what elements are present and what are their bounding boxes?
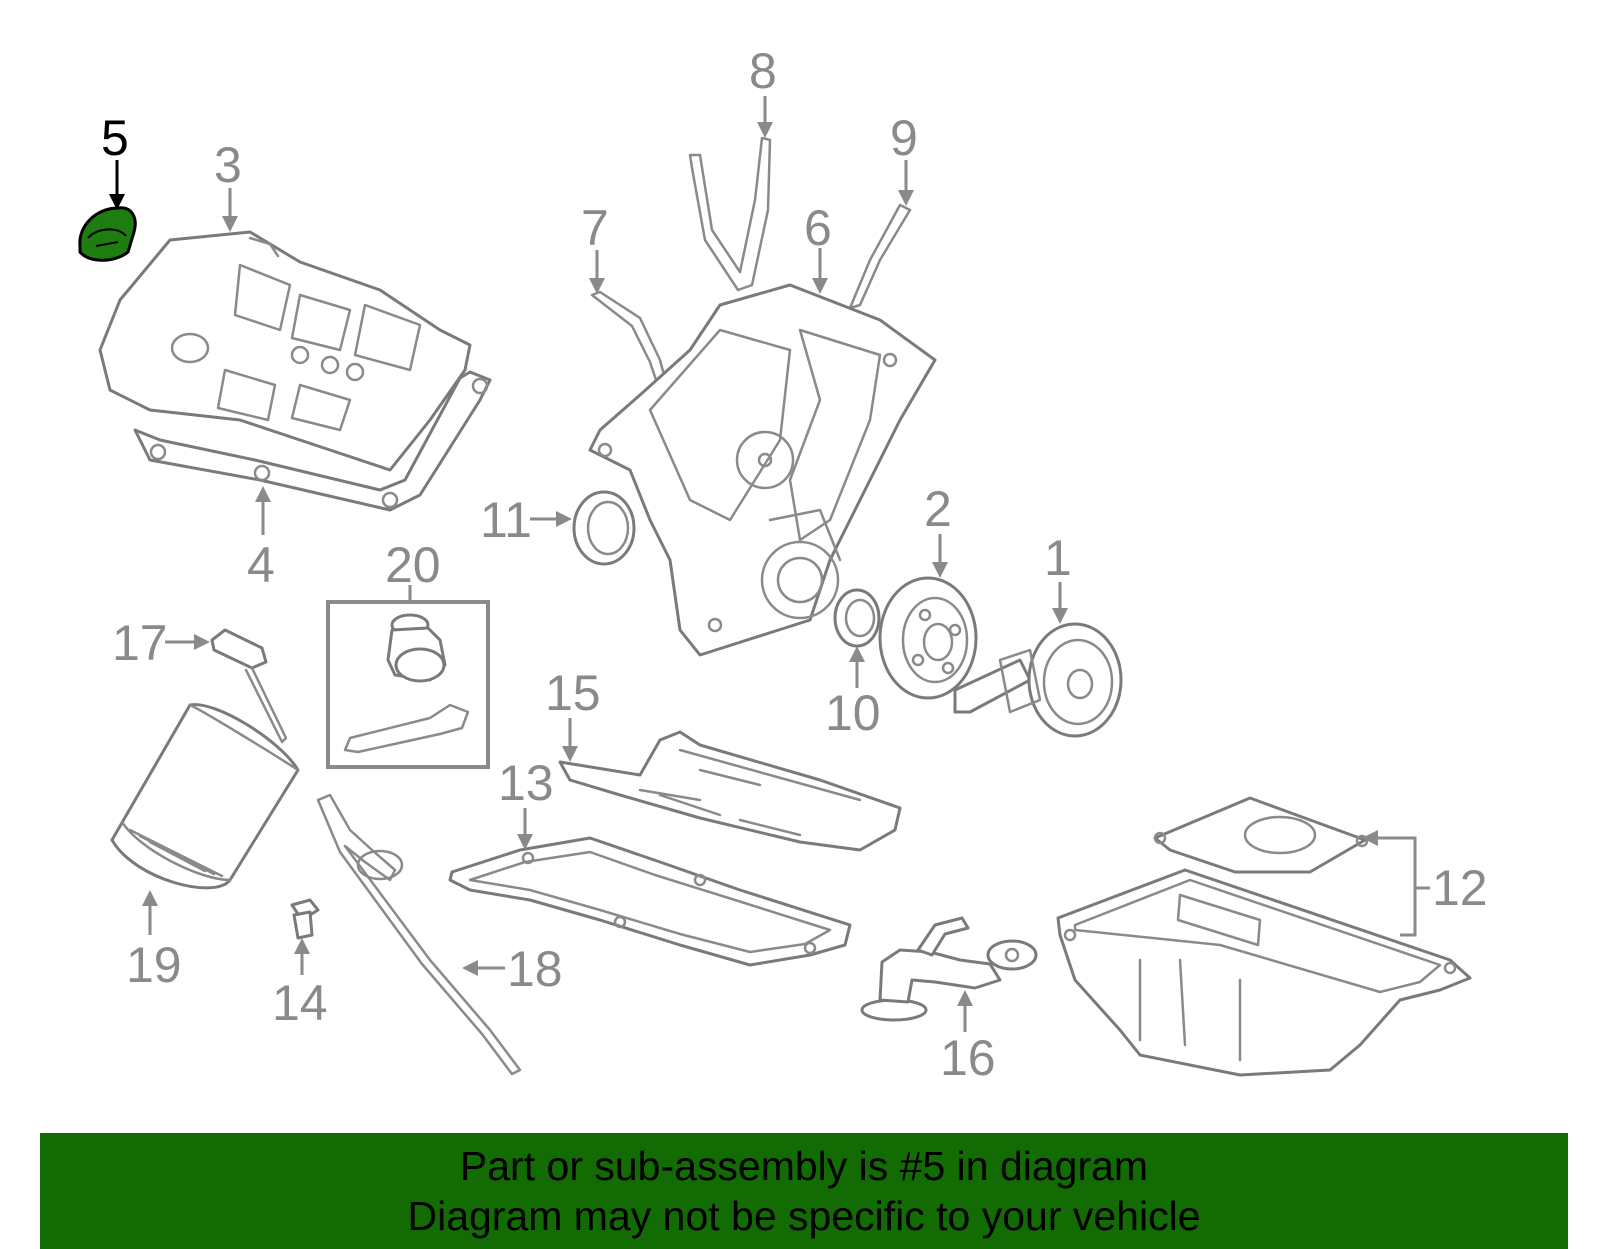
callout-4[interactable]: 4 bbox=[247, 537, 275, 593]
callout-16-leader bbox=[957, 990, 973, 1032]
callout-19[interactable]: 19 bbox=[126, 937, 182, 993]
callout-11[interactable]: 11 bbox=[480, 492, 532, 548]
callout-20[interactable]: 20 bbox=[385, 537, 441, 593]
part-3-valve-cover[interactable] bbox=[98, 230, 472, 472]
part-8-gasket[interactable] bbox=[688, 136, 772, 292]
callout-6[interactable]: 6 bbox=[804, 200, 832, 256]
part-11-seal[interactable] bbox=[572, 490, 636, 566]
part-15-baffle[interactable] bbox=[558, 730, 902, 852]
part-19-oil-filter[interactable] bbox=[110, 703, 300, 890]
callout-12[interactable]: 12 bbox=[1432, 860, 1488, 916]
callout-9[interactable]: 9 bbox=[890, 110, 918, 166]
info-banner: Part or sub-assembly is #5 in diagram Di… bbox=[40, 1133, 1568, 1249]
callout-10[interactable]: 10 bbox=[825, 685, 881, 741]
callout-4-leader bbox=[255, 486, 271, 535]
callout-17-leader bbox=[165, 634, 210, 650]
callout-5-leader bbox=[109, 160, 125, 210]
part-20-breather-assembly[interactable] bbox=[343, 613, 470, 754]
callout-15-leader bbox=[562, 718, 578, 762]
callout-5[interactable]: 5 bbox=[101, 110, 129, 166]
part-5-oil-filler-cap[interactable] bbox=[78, 206, 137, 262]
callout-7[interactable]: 7 bbox=[581, 200, 609, 256]
callout-3-leader bbox=[222, 188, 238, 232]
callout-3[interactable]: 3 bbox=[214, 137, 242, 193]
callout-17[interactable]: 17 bbox=[112, 615, 168, 671]
part-6-timing-cover[interactable] bbox=[588, 283, 937, 657]
part-9-gasket-strip[interactable] bbox=[848, 203, 912, 310]
part-16-oil-pickup[interactable] bbox=[860, 916, 1038, 1022]
callout-8-leader bbox=[757, 96, 773, 138]
part-1-pulley[interactable] bbox=[953, 622, 1123, 738]
banner-line-1: Part or sub-assembly is #5 in diagram bbox=[459, 1143, 1149, 1189]
callout-14[interactable]: 14 bbox=[272, 975, 328, 1031]
callout-6-leader bbox=[812, 248, 828, 294]
part-18-dipstick[interactable] bbox=[316, 793, 522, 1076]
callout-13[interactable]: 13 bbox=[498, 755, 554, 811]
callout-2[interactable]: 2 bbox=[924, 481, 952, 537]
part-13-oil-pan-gasket[interactable] bbox=[448, 836, 852, 967]
callout-2-leader bbox=[932, 534, 948, 578]
callout-11-leader bbox=[530, 511, 572, 527]
callout-18-leader bbox=[462, 960, 505, 976]
callout-10-leader bbox=[849, 646, 865, 688]
part-20-box bbox=[326, 600, 490, 769]
callout-16[interactable]: 16 bbox=[940, 1030, 996, 1086]
callout-8[interactable]: 8 bbox=[749, 43, 777, 99]
part-17-bracket[interactable] bbox=[210, 628, 288, 744]
callout-19-leader bbox=[142, 890, 158, 935]
part-7-gasket-strip[interactable] bbox=[590, 290, 670, 394]
callout-7-leader bbox=[589, 250, 605, 294]
callout-1[interactable]: 1 bbox=[1044, 530, 1072, 586]
callout-15[interactable]: 15 bbox=[545, 665, 601, 721]
callout-13-leader bbox=[517, 808, 533, 850]
callout-9-leader bbox=[898, 160, 914, 206]
part-10-seal[interactable] bbox=[833, 588, 881, 648]
part-14-bolt[interactable] bbox=[290, 898, 320, 940]
part-12-oil-pan[interactable] bbox=[1056, 796, 1472, 1077]
banner-line-2: Diagram may not be specific to your vehi… bbox=[407, 1193, 1201, 1239]
part-4-valve-cover-gasket[interactable] bbox=[133, 370, 492, 512]
callout-1-leader bbox=[1052, 582, 1068, 624]
part-2-crankshaft-damper[interactable] bbox=[878, 576, 978, 700]
callout-12-leader bbox=[1362, 830, 1430, 937]
callout-18[interactable]: 18 bbox=[507, 941, 563, 997]
callout-14-leader bbox=[294, 938, 310, 975]
